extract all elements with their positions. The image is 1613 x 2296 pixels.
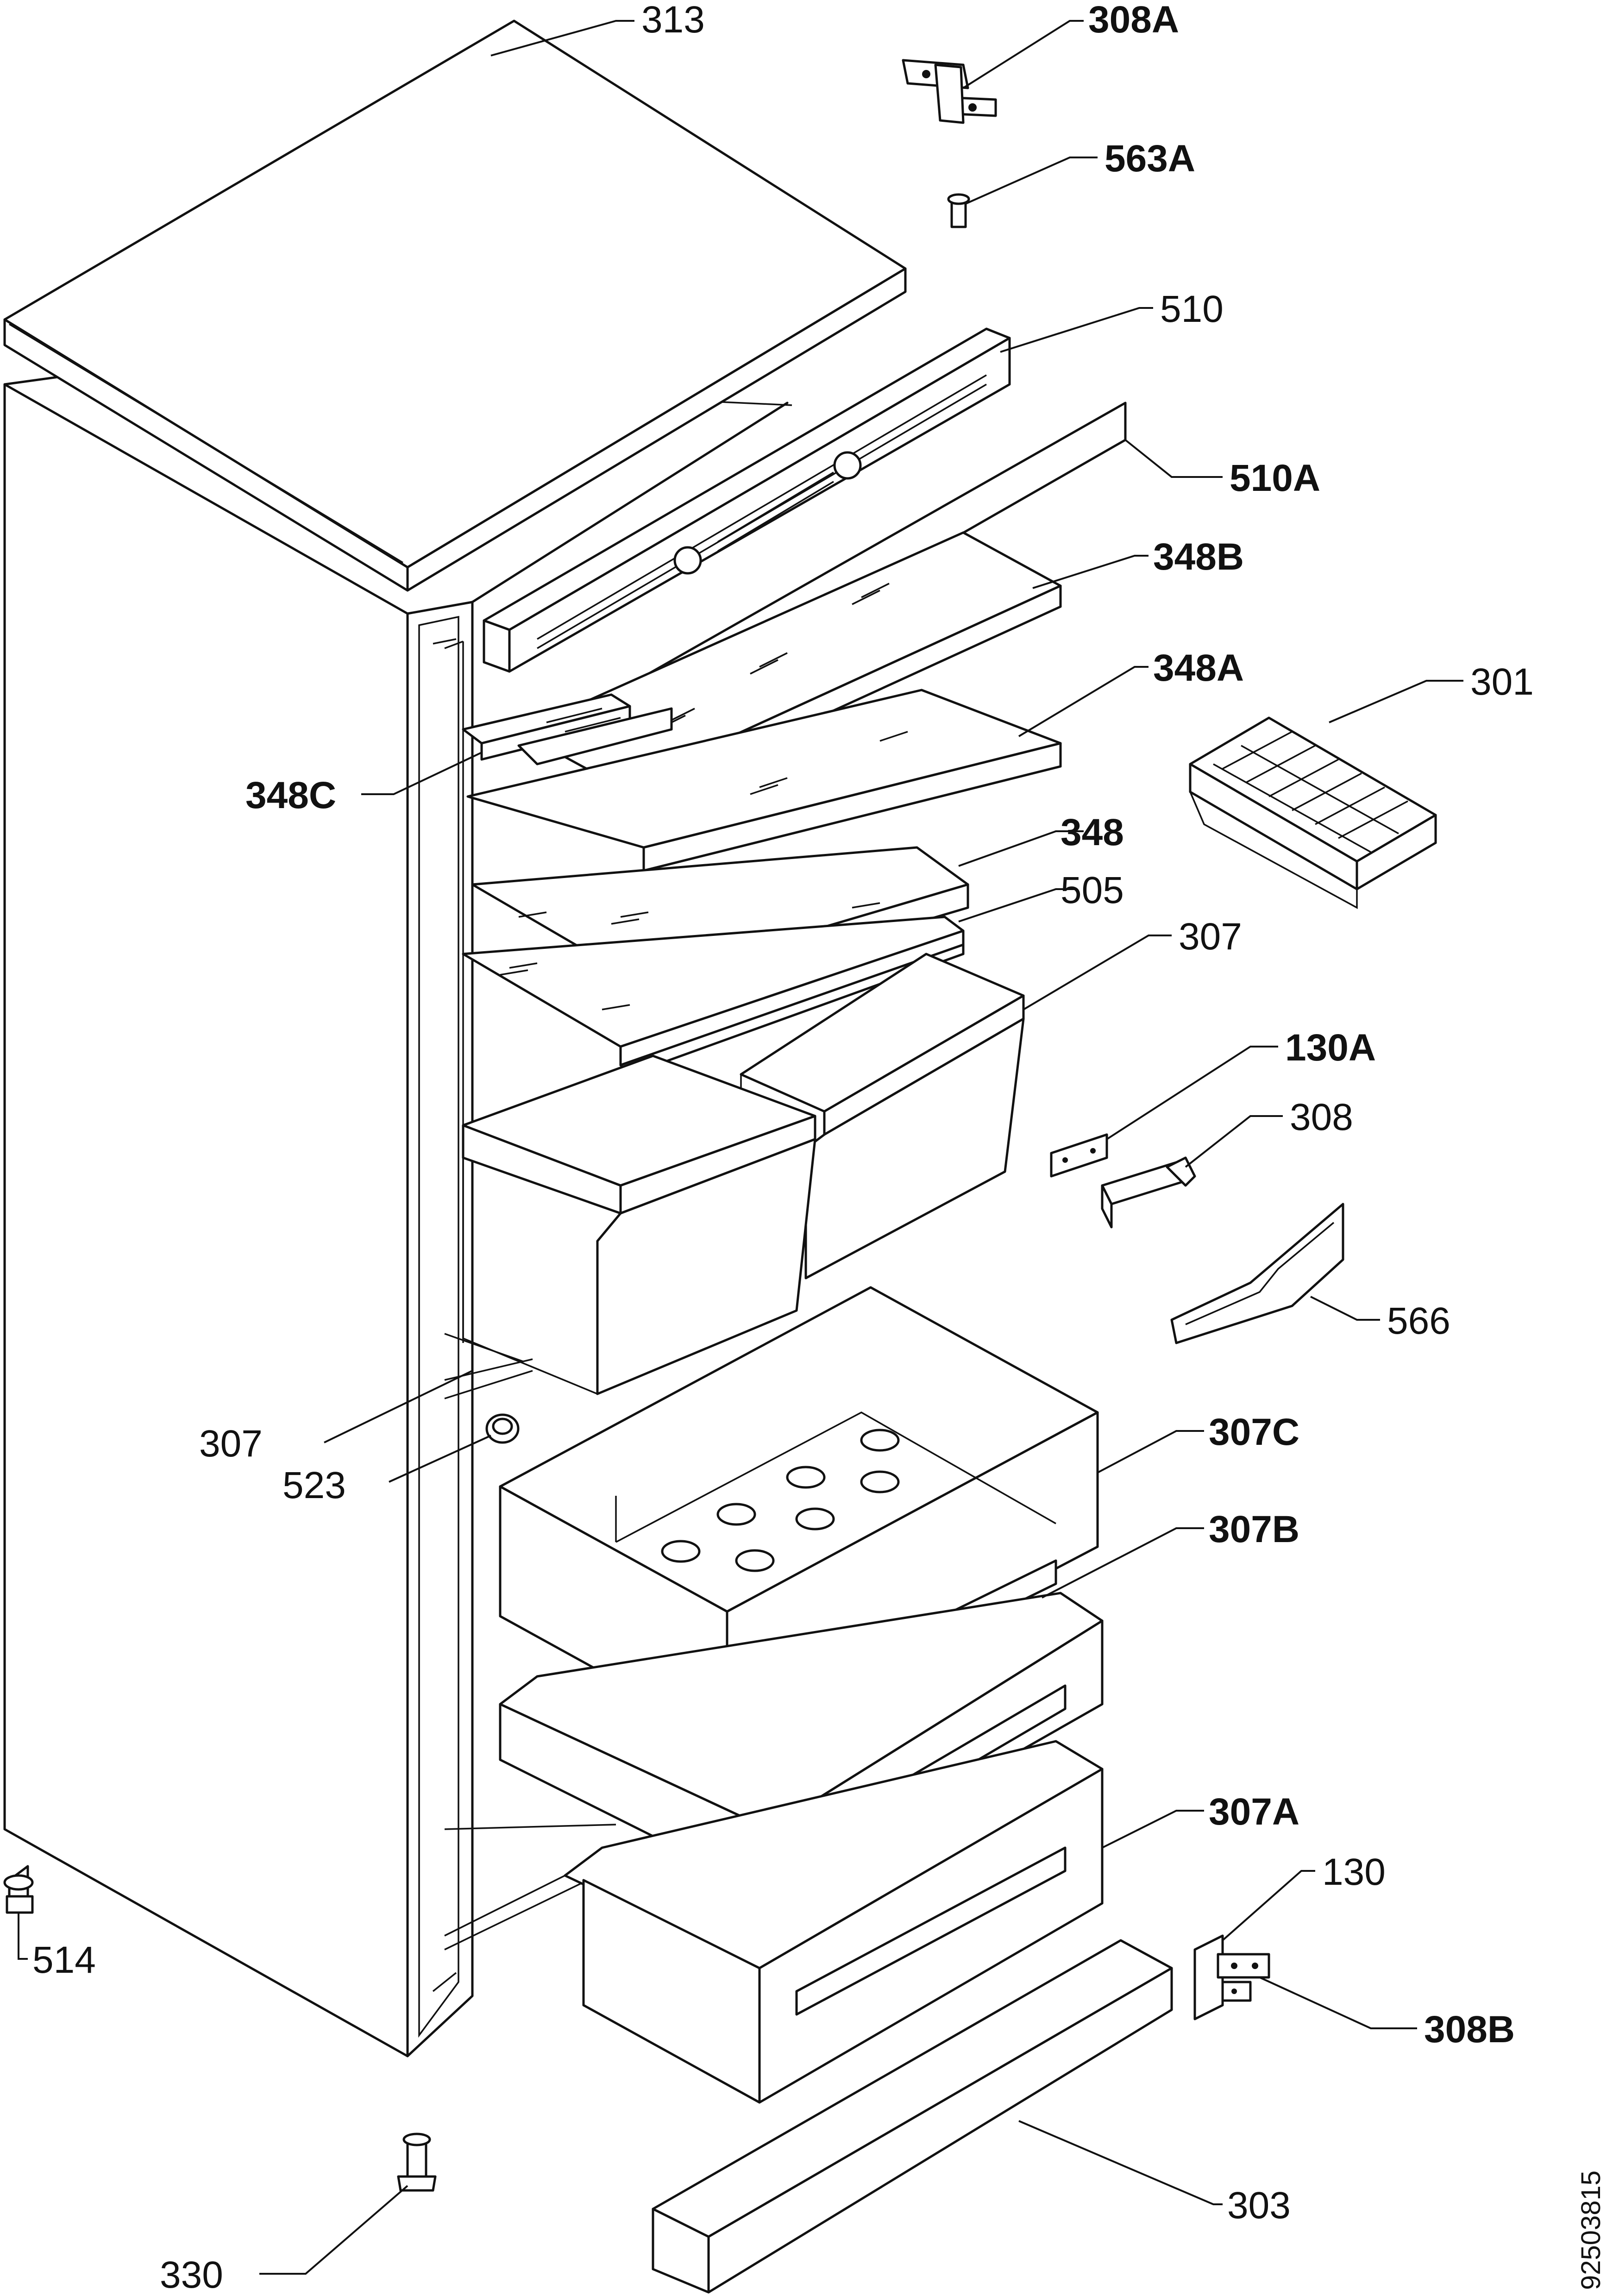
hinge-assembly-130-308B [1193, 1934, 1270, 2020]
hinge-308 [1101, 1156, 1196, 1229]
lamp-523 [485, 1413, 520, 1444]
document-number: 92503815 [1576, 2171, 1606, 2290]
label-510: 510 [1160, 288, 1224, 330]
label-307A: 307A [1209, 1791, 1299, 1833]
ice-cube-tray-301 [1189, 716, 1437, 909]
kick-plate-303 [652, 1939, 1173, 2294]
label-510A: 510A [1230, 457, 1320, 499]
label-563A: 563A [1105, 138, 1195, 180]
bracket-130A [1050, 1133, 1108, 1178]
label-330: 330 [160, 2254, 223, 2296]
label-313: 313 [641, 0, 705, 41]
label-303: 303 [1227, 2184, 1291, 2227]
part-labels: 313 308A 563A 510 510A 348B 348A 301 348… [32, 0, 1534, 2296]
top-cover-313 [3, 19, 907, 592]
label-308B: 308B [1424, 2008, 1515, 2051]
shelf-support-348C [462, 693, 673, 765]
cabinet-body [3, 364, 792, 2058]
label-301: 301 [1470, 661, 1534, 703]
hinge-308A [902, 59, 997, 124]
leveling-foot-330 [397, 2133, 437, 2192]
crisper-cover-505 [462, 916, 965, 1076]
label-308: 308 [1290, 1096, 1353, 1138]
label-523: 523 [282, 1464, 346, 1506]
label-308A: 308A [1088, 0, 1179, 41]
label-348: 348 [1061, 811, 1124, 853]
label-566: 566 [1387, 1300, 1450, 1342]
glass-shelf-348A [466, 689, 1062, 872]
label-130A: 130A [1285, 1027, 1376, 1069]
foot-514 [3, 1865, 34, 1914]
vegetable-drawer-307-left [462, 1054, 816, 1395]
vegetable-drawer-307-right [740, 953, 1025, 1280]
label-505: 505 [1061, 869, 1124, 911]
label-307B: 307B [1209, 1508, 1299, 1550]
scraper-566 [1170, 1203, 1344, 1344]
label-307C: 307C [1209, 1411, 1299, 1453]
label-514: 514 [32, 1939, 96, 1981]
label-307-top: 307 [1179, 916, 1242, 958]
pin-563A [947, 193, 970, 228]
label-348A: 348A [1153, 647, 1244, 689]
control-panel-510 [483, 327, 1011, 673]
leader-lines [18, 20, 1463, 2275]
label-348B: 348B [1153, 536, 1244, 578]
label-130: 130 [1322, 1851, 1386, 1893]
freezer-drawer-307A [564, 1740, 1104, 2104]
label-348C: 348C [245, 774, 336, 816]
label-307-left: 307 [199, 1423, 263, 1465]
